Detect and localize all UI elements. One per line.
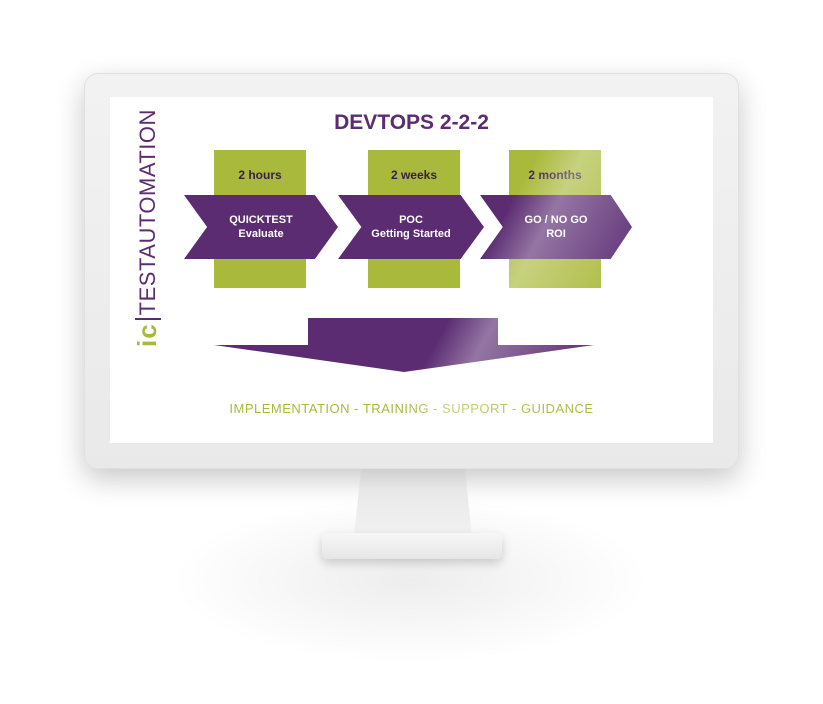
phase-name: POC	[399, 214, 423, 226]
down-arrow-icon	[214, 318, 594, 372]
logo-mark: ic	[132, 323, 162, 347]
phase-chevron: POC Getting Started	[338, 195, 484, 259]
phase-subtitle: ROI	[546, 228, 566, 240]
logo-divider	[134, 318, 161, 321]
phase-duration-label: 2 weeks	[390, 168, 438, 182]
logo-name: TESTAUTOMATION	[134, 109, 160, 316]
phase-subtitle: Getting Started	[371, 228, 451, 240]
monitor-stand-neck	[354, 469, 472, 537]
company-logo: ic TESTAUTOMATION	[132, 107, 172, 347]
monitor-screen: ic TESTAUTOMATION DEVTOPS 2-2-2 2 hours 2…	[110, 97, 713, 443]
phase-chevron-label: POC Getting Started	[371, 213, 450, 241]
slide-title: DEVTOPS 2-2-2	[334, 111, 489, 134]
phase-name: GO / NO GO	[524, 214, 588, 226]
monitor-stand-base	[322, 533, 502, 559]
phase-subtitle: Evaluate	[238, 228, 284, 240]
phase-chevron: QUICKTEST Evaluate	[184, 195, 338, 259]
phase-chevron: GO / NO GO ROI	[480, 195, 632, 259]
phase-name: QUICKTEST	[229, 214, 293, 226]
services-footer: IMPLEMENTATION - TRAINING - SUPPORT - GU…	[229, 401, 594, 416]
phase-duration-label: 2 hours	[238, 168, 282, 182]
phase-chevron-label: GO / NO GO ROI	[525, 213, 588, 241]
phase-duration-label: 2 months	[528, 168, 582, 182]
phase-chevron-label: QUICKTEST Evaluate	[229, 213, 293, 241]
